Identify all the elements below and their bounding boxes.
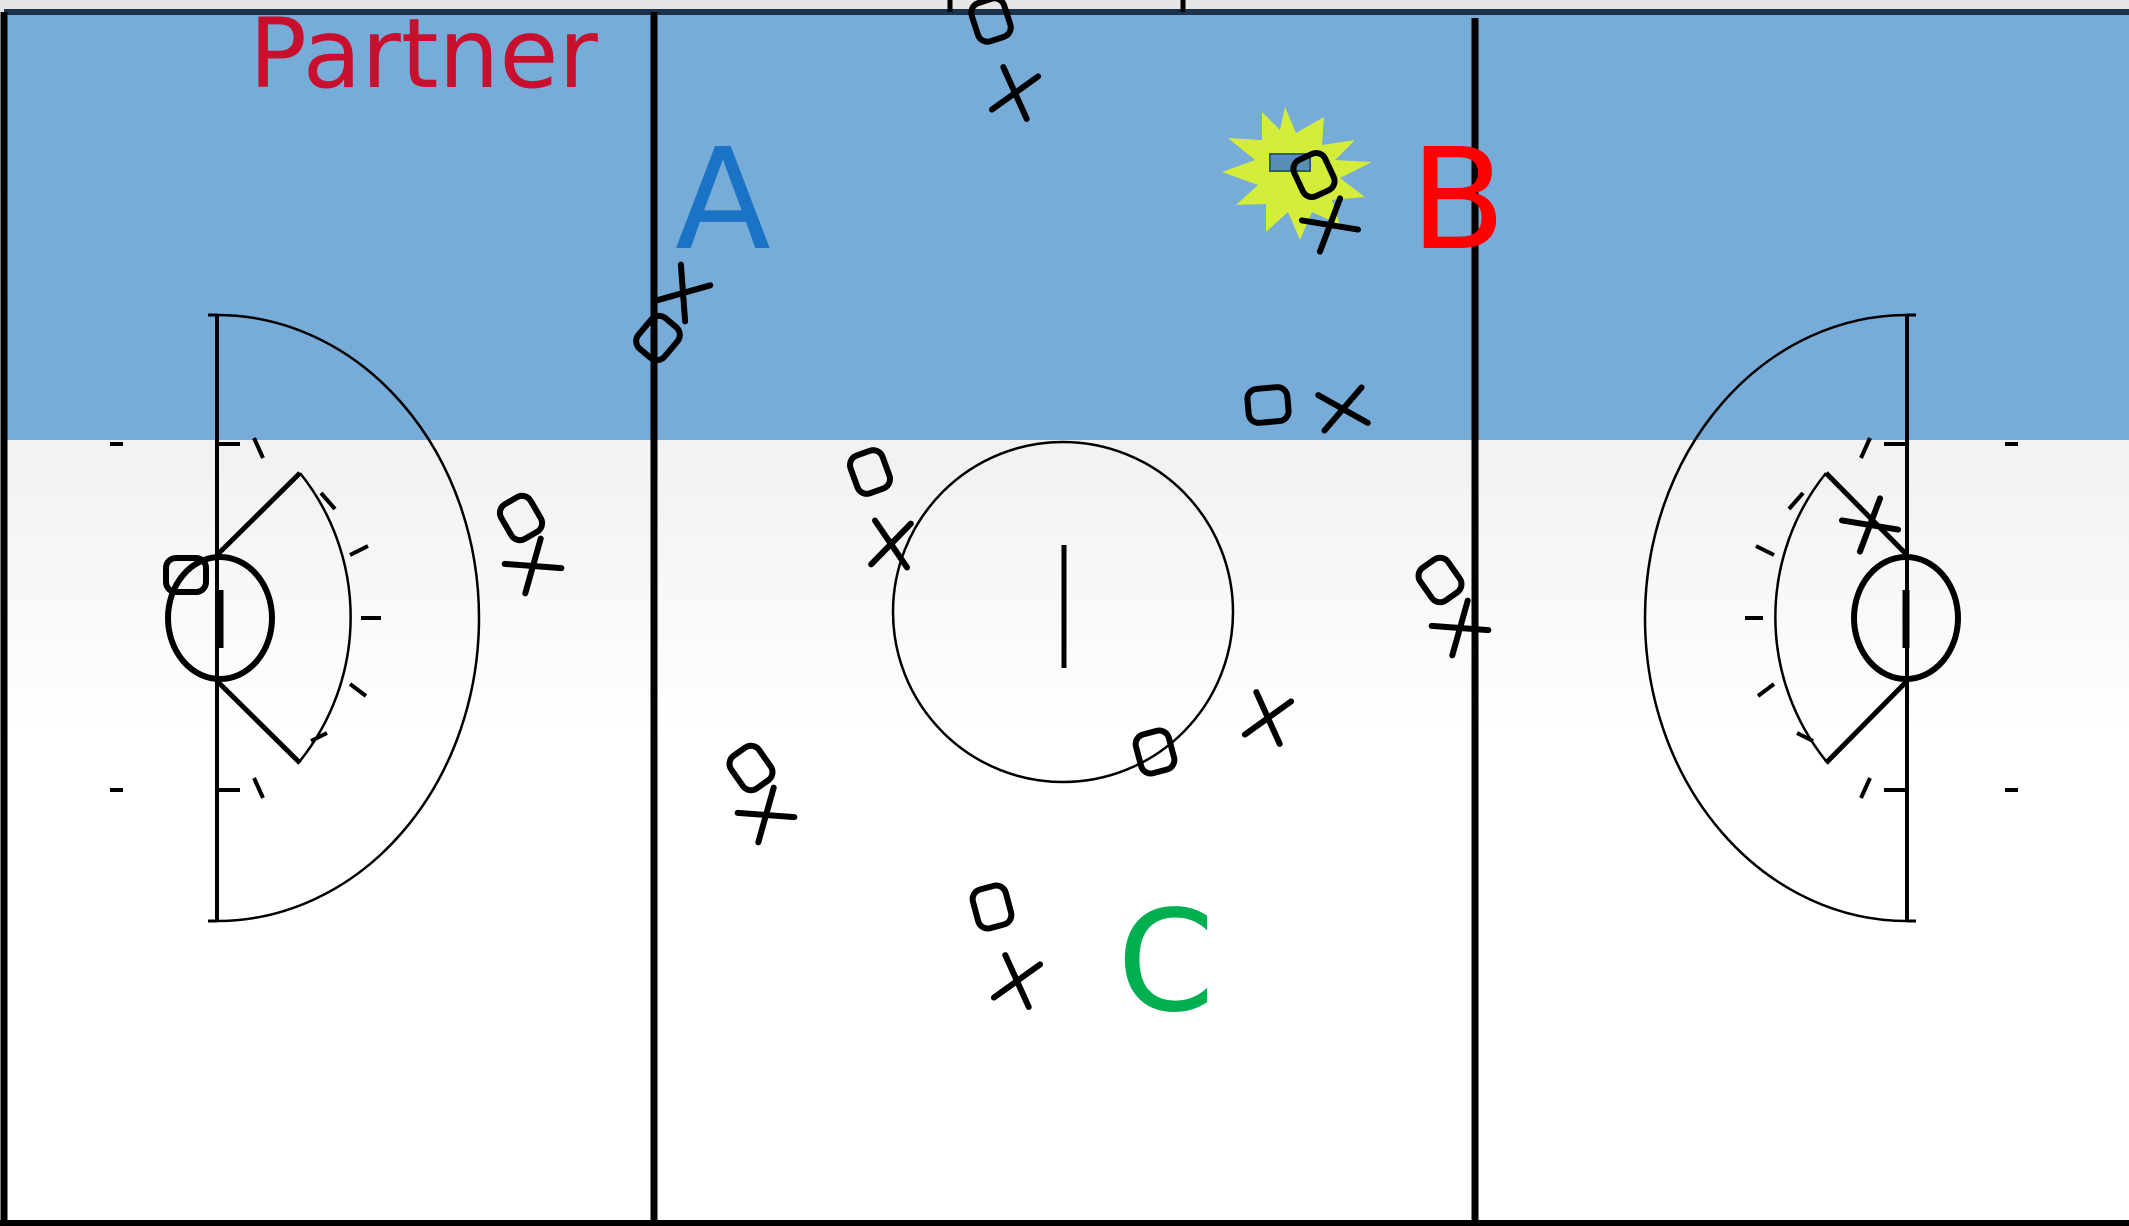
right-goal-area (1643, 313, 2018, 923)
offense-player-icon (1415, 554, 1465, 606)
offense-player-icon (847, 447, 893, 497)
defense-player-icon (1298, 195, 1362, 255)
left-wing-top (215, 471, 302, 557)
defense-player-icon (1838, 495, 1902, 555)
right-wing-bottom (1824, 679, 1909, 765)
left-arc (216, 313, 481, 923)
right-wing-top (1824, 471, 1909, 557)
hash (1787, 491, 1805, 511)
hash (348, 682, 368, 698)
hash (310, 731, 328, 743)
zone-label-a: A (675, 119, 771, 282)
right-inner-arc (1774, 472, 1827, 762)
zone-label-c: C (1117, 881, 1215, 1044)
left-inner-arc (299, 472, 352, 762)
right-hash-marks (1745, 437, 2018, 799)
defense-player-icon (1241, 689, 1295, 747)
partner-label: Partner (249, 0, 598, 110)
hash (252, 437, 265, 459)
offense-player-icon (968, 0, 1014, 45)
offense-player-icon (633, 312, 683, 364)
defense-player-icon (734, 784, 798, 846)
defense-player-icon (501, 535, 565, 597)
hash (1859, 437, 1872, 459)
hash (1859, 777, 1872, 799)
offense-player-icon (496, 492, 546, 544)
left-hash-marks (110, 437, 381, 799)
players (163, 0, 1902, 1010)
right-arc (1643, 313, 1908, 923)
shaded-zone (4, 14, 2129, 440)
hash (319, 491, 337, 511)
left-goal-area (110, 313, 481, 923)
defense-player-icon (1315, 384, 1371, 434)
hash (349, 544, 369, 557)
defense-player-icon (868, 517, 914, 571)
offense-player-icon (163, 555, 209, 595)
right-crease (1851, 554, 1961, 682)
hash (1755, 544, 1775, 557)
hash (1756, 682, 1776, 698)
hash (252, 777, 265, 799)
defense-player-icon (988, 64, 1042, 122)
center-circle (891, 440, 1235, 784)
defense-player-icon (652, 261, 714, 325)
hash (1796, 731, 1814, 743)
offense-player-icon (969, 882, 1015, 932)
offense-player-icon (1132, 727, 1178, 777)
offense-player-icon (1244, 384, 1292, 426)
defense-player-icon (1428, 597, 1492, 659)
defense-player-icon (990, 952, 1044, 1010)
offense-player-icon (1290, 149, 1338, 201)
zone-label-b: B (1410, 119, 1506, 282)
left-crease (165, 554, 275, 682)
offense-player-icon (726, 742, 776, 794)
left-wing-bottom (215, 679, 302, 765)
